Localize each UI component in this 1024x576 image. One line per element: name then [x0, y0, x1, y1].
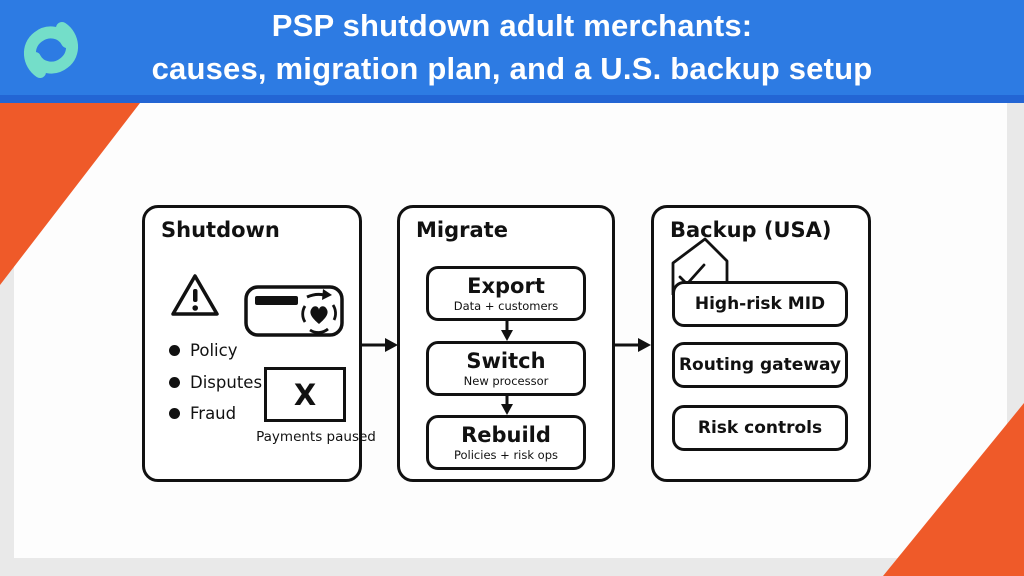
migrate-step-rebuild: Rebuild Policies + risk ops [426, 415, 586, 470]
migrate-panel: Migrate Export Data + customers Switch N… [397, 205, 615, 482]
step-sublabel: Data + customers [453, 299, 559, 313]
migrate-panel-title: Migrate [416, 218, 508, 242]
bullet-dot-icon [169, 376, 180, 388]
migrate-step-export: Export Data + customers [426, 266, 586, 321]
x-mark: X [293, 377, 317, 412]
arrow-migrate-to-backup [613, 338, 651, 352]
shutdown-panel: Shutdown Policy Disputes Fraud X Payment… [142, 205, 376, 482]
backup-panel-title: Backup (USA) [670, 218, 832, 242]
step-label: Switch [466, 349, 546, 373]
shutdown-panel-title: Shutdown [161, 218, 280, 242]
backup-item-label: Risk controls [697, 418, 823, 438]
backup-item-routing-gateway: Routing gateway [672, 342, 848, 388]
header-bottom-edge [0, 95, 1024, 103]
arrow-down-icon [501, 319, 513, 341]
backup-item-label: High-risk MID [694, 294, 826, 314]
warning-triangle-icon [171, 274, 219, 316]
corner-triangle-top-left [0, 103, 140, 285]
swirl-logo [24, 22, 78, 78]
migrate-step-switch: Switch New processor [426, 341, 586, 396]
card-recurring-payment-icon [244, 285, 344, 337]
header-banner [0, 0, 1024, 95]
backup-item-high-risk-mid: High-risk MID [672, 281, 848, 327]
shutdown-bullet-fraud: Fraud [169, 402, 236, 424]
bullet-label: Disputes [190, 372, 263, 392]
bullet-label: Policy [190, 340, 238, 360]
slide-margin-bottom [0, 558, 1024, 576]
payments-paused-caption: Payments paused [256, 429, 376, 445]
step-sublabel: Policies + risk ops [453, 448, 559, 462]
arrow-shutdown-to-migrate [360, 338, 398, 352]
backup-panel: Backup (USA) High-risk MID Routing gatew… [651, 205, 871, 482]
step-sublabel: New processor [463, 374, 549, 388]
step-label: Rebuild [461, 423, 551, 447]
bullet-label: Fraud [190, 403, 237, 423]
step-label: Export [467, 274, 545, 298]
slide-title-line2: causes, migration plan, and a U.S. backu… [151, 51, 873, 86]
shutdown-bullet-policy: Policy [169, 339, 237, 361]
bullet-dot-icon [169, 344, 180, 356]
corner-triangle-bottom-right [883, 403, 1024, 576]
backup-item-risk-controls: Risk controls [672, 405, 848, 451]
shutdown-bullet-disputes: Disputes [169, 371, 262, 393]
backup-item-label: Routing gateway [678, 355, 842, 375]
payments-stopped-box: X [264, 367, 346, 422]
slide-title: PSP shutdown adult merchants: causes, mi… [0, 4, 1024, 90]
slide-title-line1: PSP shutdown adult merchants: [271, 8, 753, 43]
bullet-dot-icon [169, 407, 180, 419]
arrow-down-icon [501, 393, 513, 415]
